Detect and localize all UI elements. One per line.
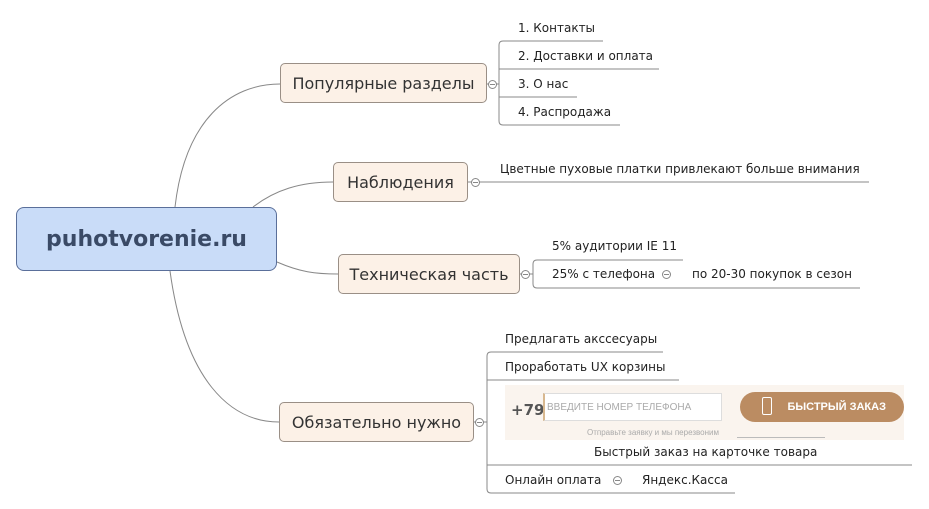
node-label: Наблюдения [347,172,454,192]
leaf-ux-cart[interactable]: Проработать UX корзины [505,360,666,374]
leaf-accessories[interactable]: Предлагать акссесуары [505,332,658,346]
leaf-contacts[interactable]: 1. Контакты [518,21,596,35]
divider [737,437,825,438]
node-label: Техническая часть [349,264,509,284]
leaf-mobile[interactable]: 25% с телефона [552,267,656,281]
quick-order-image: +79 ВВЕДИТЕ НОМЕР ТЕЛЕФОНА БЫСТРЫЙ ЗАКАЗ… [505,385,904,440]
phone-icon [762,397,772,415]
button-label: БЫСТРЫЙ ЗАКАЗ [787,401,886,413]
node-label: Популярные разделы [292,73,475,93]
node-technical[interactable]: Техническая часть [338,254,520,294]
caption: Отправьте заявку и мы перезвоним [587,428,719,437]
phone-input: ВВЕДИТЕ НОМЕР ТЕЛЕФОНА [543,393,722,421]
root-label: puhotvorenie.ru [46,226,247,252]
leaf-ie11[interactable]: 5% аудитории IE 11 [552,239,677,253]
collapse-icon[interactable] [471,178,480,187]
collapse-icon[interactable] [475,418,484,427]
node-label: Обязательно нужно [291,412,462,432]
leaf-online-payment[interactable]: Онлайн оплата [505,473,602,487]
leaf-quick-order[interactable]: Быстрый заказ на карточке товара [594,445,818,459]
leaf-about[interactable]: 3. О нас [518,77,569,91]
leaf-delivery[interactable]: 2. Доставки и оплата [518,49,654,63]
leaf-sale[interactable]: 4. Распродажа [518,105,612,119]
leaf-yandex-kassa[interactable]: Яндекс.Касса [642,473,728,487]
leaf-observation[interactable]: Цветные пуховые платки привлекают больше… [500,162,860,176]
node-required[interactable]: Обязательно нужно [279,402,474,442]
collapse-icon[interactable] [613,476,622,485]
quick-order-button: БЫСТРЫЙ ЗАКАЗ [740,392,904,422]
collapse-icon[interactable] [521,270,530,279]
collapse-icon[interactable] [662,270,671,279]
leaf-purchases[interactable]: по 20-30 покупок в сезон [692,267,852,281]
node-popular-sections[interactable]: Популярные разделы [280,63,487,103]
phone-prefix: +79 [511,401,545,419]
root-node[interactable]: puhotvorenie.ru [16,207,277,271]
node-observations[interactable]: Наблюдения [333,162,468,202]
collapse-icon[interactable] [488,80,497,89]
